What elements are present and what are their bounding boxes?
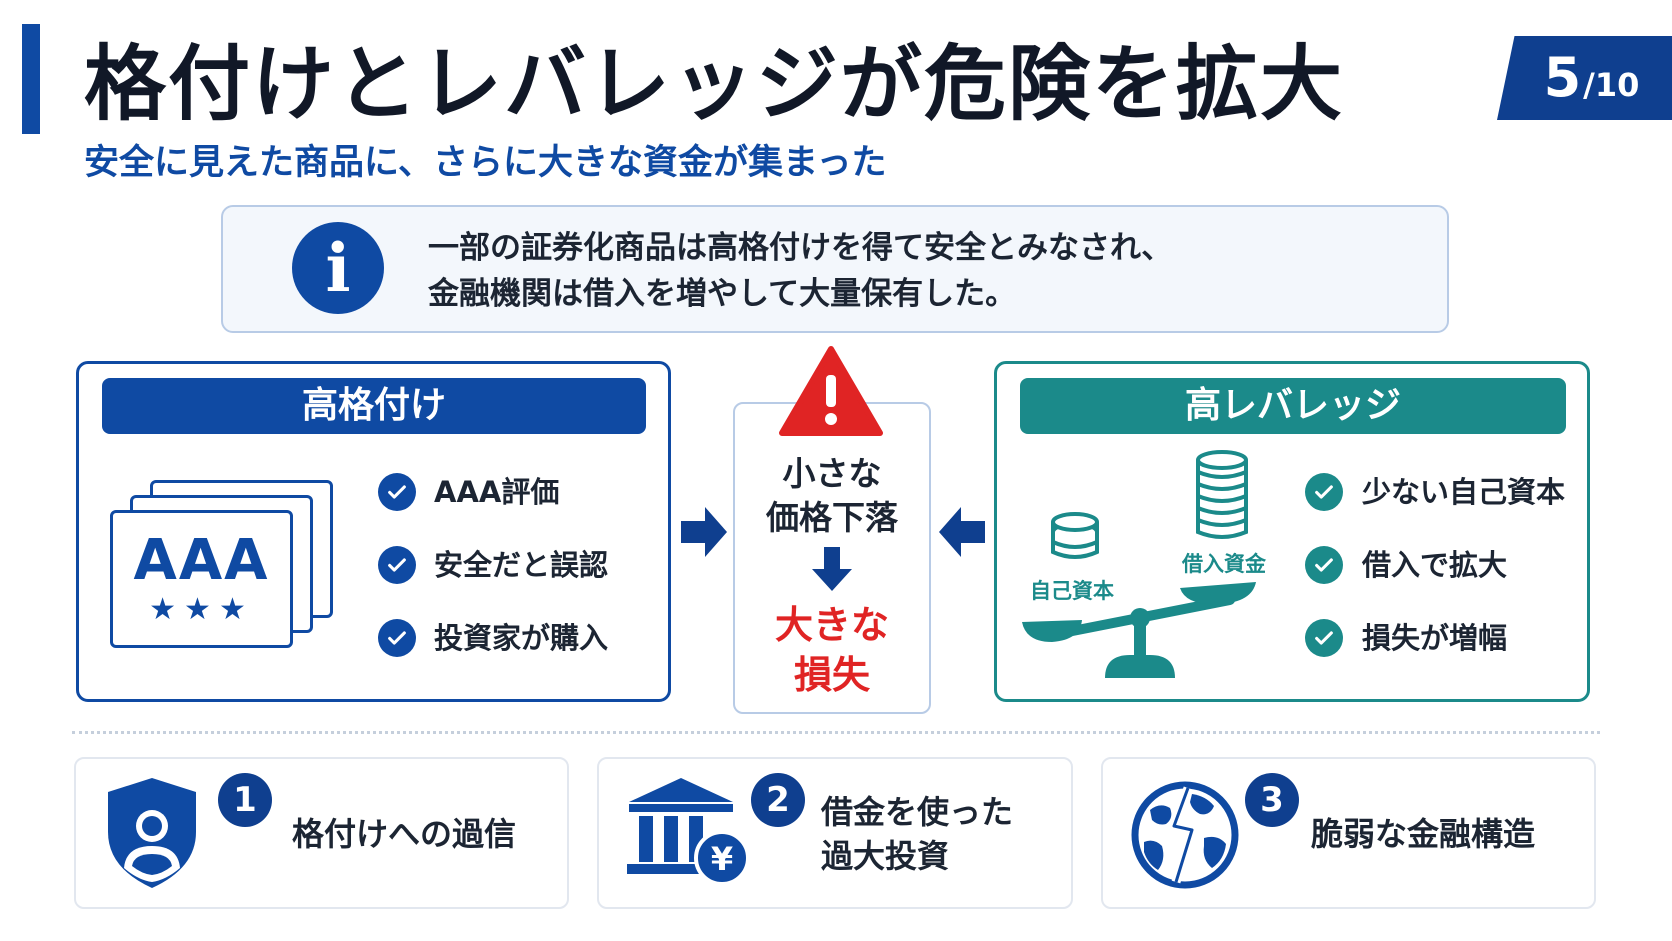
left-item-3: 投資家が購入 bbox=[434, 621, 609, 655]
small-drop-line-1: 小さな bbox=[782, 454, 882, 493]
cause-2-line-2: 過大投資 bbox=[821, 837, 950, 875]
small-drop-line-2: 価格下落 bbox=[766, 498, 898, 537]
title-accent-bar bbox=[22, 24, 40, 134]
cause-2-line-1: 借金を使った bbox=[821, 793, 1014, 831]
small-price-drop-text: 小さな 価格下落 bbox=[733, 452, 931, 540]
page-total: /10 bbox=[1583, 66, 1640, 104]
equity-label: 自己資本 bbox=[1030, 579, 1114, 603]
cause-1-text: 格付けへの過信 bbox=[292, 812, 516, 856]
warning-icon bbox=[779, 346, 883, 436]
page-subtitle: 安全に見えた商品に、さらに大きな資金が集まった bbox=[84, 143, 887, 183]
rating-card-aaa: AAA ★★★ bbox=[110, 510, 293, 648]
right-item-1: 少ない自己資本 bbox=[1362, 475, 1566, 509]
info-text: 一部の証券化商品は高格付けを得て安全とみなされ、 金融機関は借入を増やして大量保… bbox=[428, 225, 1172, 317]
left-item-2: 安全だと誤認 bbox=[434, 548, 609, 582]
big-loss-text: 大きな 損失 bbox=[733, 600, 931, 700]
check-icon bbox=[378, 546, 416, 584]
dotted-divider bbox=[72, 731, 1600, 734]
high-rating-header: 高格付け bbox=[102, 378, 646, 434]
cause-3-text: 脆弱な金融構造 bbox=[1311, 812, 1535, 856]
number-badge-1: 1 bbox=[218, 773, 272, 827]
number-badge-3: 3 bbox=[1245, 773, 1299, 827]
info-line-1: 一部の証券化商品は高格付けを得て安全とみなされ、 bbox=[428, 230, 1173, 266]
cracked-globe-icon bbox=[1131, 781, 1239, 889]
big-loss-line-1: 大きな bbox=[774, 603, 889, 647]
borrowed-funds-label: 借入資金 bbox=[1182, 552, 1266, 576]
check-icon bbox=[1305, 473, 1343, 511]
aaa-label: AAA bbox=[133, 528, 270, 593]
arrow-right-icon bbox=[681, 507, 727, 557]
page-title: 格付けとレバレッジが危険を拡大 bbox=[84, 37, 1345, 132]
high-leverage-header: 高レバレッジ bbox=[1020, 378, 1566, 434]
arrow-left-icon bbox=[939, 507, 985, 557]
bank-yen-icon: ¥ bbox=[627, 778, 750, 886]
svg-text:¥: ¥ bbox=[711, 840, 733, 878]
right-item-2: 借入で拡大 bbox=[1362, 548, 1508, 582]
star-icons: ★★★ bbox=[149, 592, 254, 627]
balance-scale-icon bbox=[1022, 450, 1256, 678]
info-icon: i bbox=[292, 222, 384, 314]
left-item-1: AAA評価 bbox=[434, 475, 560, 509]
cause-2-text: 借金を使った 過大投資 bbox=[821, 790, 1013, 878]
arrow-down-icon bbox=[812, 547, 852, 591]
big-loss-line-2: 損失 bbox=[793, 653, 870, 697]
right-item-3: 損失が増幅 bbox=[1362, 621, 1508, 655]
shield-user-icon bbox=[108, 778, 196, 888]
info-line-2: 金融機関は借入を増やして大量保有した。 bbox=[428, 276, 1017, 312]
info-box bbox=[221, 205, 1449, 333]
page-current: 5 bbox=[1543, 46, 1582, 109]
check-icon bbox=[1305, 546, 1343, 584]
page-number-badge: 5 /10 bbox=[1497, 36, 1672, 120]
number-badge-2: 2 bbox=[751, 773, 805, 827]
check-icon bbox=[378, 473, 416, 511]
check-icon bbox=[378, 619, 416, 657]
cause-1-line-1: 格付けへの過信 bbox=[292, 815, 517, 853]
check-icon bbox=[1305, 619, 1343, 657]
cause-3-line-1: 脆弱な金融構造 bbox=[1311, 815, 1536, 853]
